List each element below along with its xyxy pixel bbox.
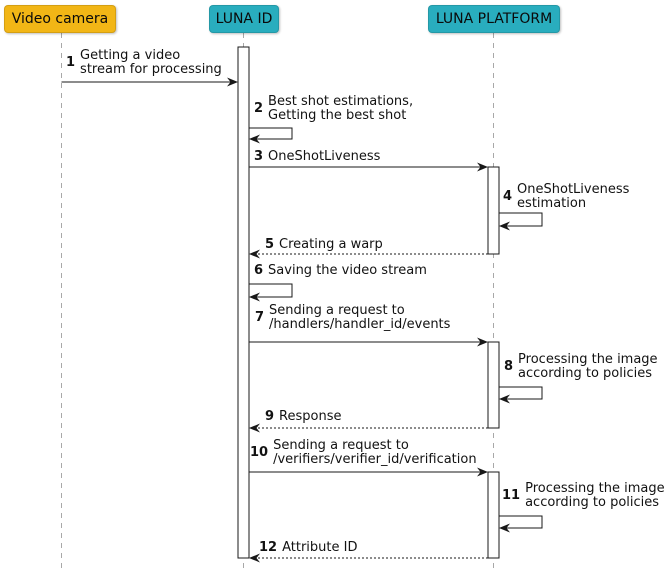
- message-12-number: 12: [259, 540, 278, 555]
- message-6-arrowhead: [249, 292, 260, 302]
- message-12-arrowhead: [249, 553, 260, 563]
- message-5-arrow: [249, 249, 488, 259]
- message-11-number: 11: [502, 488, 521, 503]
- message-11-arrow: [499, 515, 543, 533]
- message-1-number: 1: [66, 55, 76, 70]
- message-4-text: OneShotLiveness estimation: [517, 182, 630, 211]
- activation-bar-luna-platform-1: [487, 166, 500, 255]
- message-7-arrow: [249, 337, 488, 347]
- message-5-label: 5 Creating a warp: [265, 238, 383, 252]
- message-12-text: Attribute ID: [282, 540, 358, 555]
- message-3-label: 3 OneShotLiveness: [254, 150, 380, 164]
- message-4-number: 4: [503, 189, 513, 204]
- message-10-number: 10: [250, 445, 269, 460]
- message-5-text: Creating a warp: [279, 237, 383, 252]
- message-8-number: 8: [504, 359, 514, 374]
- message-4-arrow: [499, 212, 543, 231]
- message-6-number: 6: [254, 263, 264, 278]
- activation-bar-luna-platform-3: [487, 471, 500, 559]
- message-7-arrowhead: [477, 337, 488, 347]
- message-9-text: Response: [279, 409, 342, 424]
- message-7-label: 7 Sending a request to /handlers/handler…: [255, 304, 450, 332]
- message-8-arrowhead: [499, 394, 510, 404]
- message-9-arrow: [249, 423, 488, 433]
- message-7-number: 7: [255, 310, 265, 325]
- message-1-arrow: [61, 77, 238, 87]
- message-8-arrow: [499, 386, 543, 404]
- message-2-label: 2 Best shot estimations, Getting the bes…: [254, 95, 413, 123]
- message-6-text: Saving the video stream: [268, 263, 427, 278]
- message-3-arrowhead: [477, 162, 488, 172]
- message-8-line: [499, 386, 543, 400]
- message-2-text: Best shot estimations, Getting the best …: [268, 94, 414, 123]
- message-12-label: 12 Attribute ID: [259, 541, 357, 555]
- message-11-text: Processing the image according to polici…: [525, 481, 665, 510]
- participant-luna-id: LUNA ID: [209, 5, 279, 33]
- message-3-text: OneShotLiveness: [268, 149, 381, 164]
- participant-video-camera: Video camera: [4, 5, 116, 33]
- message-11-line: [499, 515, 543, 529]
- message-10-arrowhead: [477, 467, 488, 477]
- message-8-text: Processing the image according to polici…: [518, 352, 658, 381]
- message-10-label: 10 Sending a request to /verifiers/verif…: [250, 439, 477, 467]
- message-9-number: 9: [265, 409, 275, 424]
- message-1-label: 1 Getting a video stream for processing: [66, 49, 222, 77]
- message-4-label: 4 OneShotLiveness estimation: [503, 183, 629, 211]
- message-3-number: 3: [254, 149, 264, 164]
- message-9-arrowhead: [249, 423, 260, 433]
- message-2-number: 2: [254, 101, 264, 116]
- message-10-arrow: [249, 467, 488, 477]
- activation-bar-luna-id: [237, 46, 250, 559]
- message-7-text: Sending a request to /handlers/handler_i…: [269, 303, 451, 332]
- message-10-text: Sending a request to /verifiers/verifier…: [273, 438, 477, 467]
- activation-bar-luna-platform-2: [487, 341, 500, 429]
- message-11-label: 11 Processing the image according to pol…: [502, 482, 665, 510]
- message-6-label: 6 Saving the video stream: [254, 264, 427, 278]
- message-4-arrowhead: [499, 221, 510, 231]
- message-1-text: Getting a video stream for processing: [80, 48, 222, 77]
- message-3-arrow: [249, 162, 488, 172]
- message-2-arrowhead: [249, 134, 260, 144]
- message-1-arrowhead: [227, 77, 238, 87]
- participant-luna-platform: LUNA PLATFORM: [428, 5, 560, 33]
- message-5-arrowhead: [249, 249, 260, 259]
- message-6-arrow: [249, 283, 293, 302]
- message-5-number: 5: [265, 237, 275, 252]
- message-9-label: 9 Response: [265, 410, 341, 424]
- message-6-line: [249, 283, 293, 298]
- message-2-line: [249, 127, 293, 140]
- message-11-arrowhead: [499, 523, 510, 533]
- message-2-arrow: [249, 127, 293, 144]
- message-4-line: [499, 212, 543, 227]
- message-8-label: 8 Processing the image according to poli…: [504, 353, 658, 381]
- message-12-arrow: [249, 553, 488, 563]
